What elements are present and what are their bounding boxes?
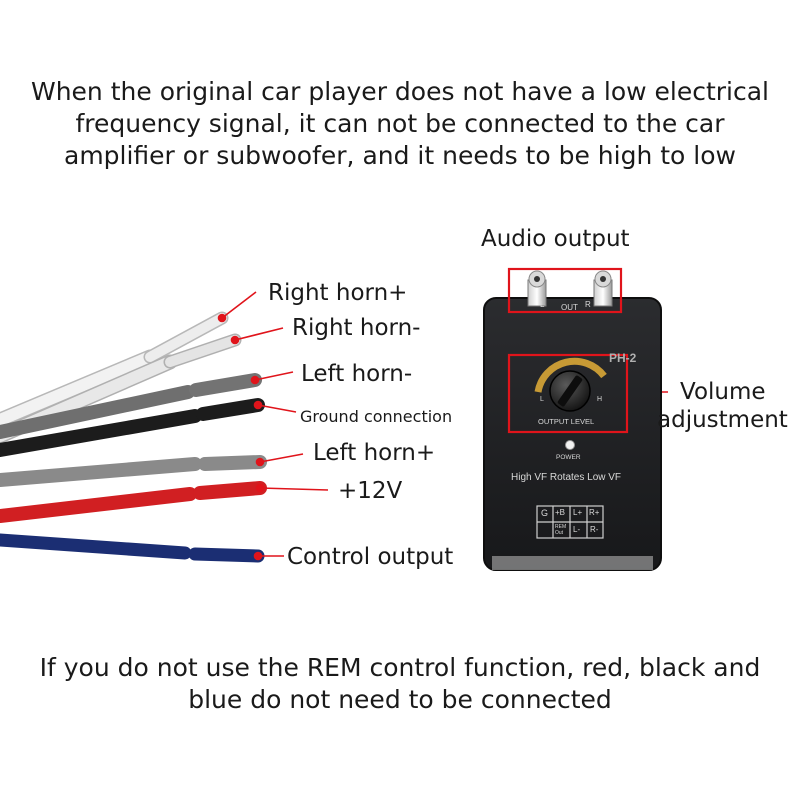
pointer-line (254, 371, 294, 381)
wire-left-horn-minus (0, 373, 262, 439)
level-arc (534, 357, 607, 393)
red-marker (230, 335, 240, 345)
top-caption-line: frequency signal, it can not be connecte… (75, 109, 725, 138)
terminal-r-plus: R+ (589, 508, 600, 517)
knob-low-label: L (540, 396, 544, 403)
out-label: OUT (561, 303, 578, 312)
top-caption-line: amplifier or subwoofer, and it needs to … (64, 141, 736, 170)
volume-adjustment-highlight (507, 353, 629, 434)
label-right-horn-plus: Right horn+ (268, 280, 408, 306)
knob-high-label: H (597, 396, 603, 403)
wire-left-horn-plus (0, 455, 267, 487)
red-marker (217, 313, 227, 323)
audio-output-highlight (507, 267, 623, 314)
label-left-horn-plus: Left horn+ (313, 440, 436, 466)
pointer-line (259, 453, 304, 463)
terminal-l-minus: L- (573, 525, 581, 534)
label-right-horn-minus: Right horn- (292, 315, 421, 341)
bottom-caption-line: blue do not need to be connected (188, 685, 612, 714)
pointer-line (257, 404, 297, 413)
slogan-label: High VF Rotates Low VF (511, 472, 622, 483)
bottom-caption: If you do not use the REM control functi… (0, 652, 800, 716)
out-l-label: L (540, 300, 545, 309)
model-label: PH-2 (609, 351, 637, 365)
terminal-rem-out: REM Out (555, 524, 567, 536)
wire-right-horn-plus (0, 311, 229, 428)
label-plus-12v: +12V (338, 478, 403, 504)
label-audio-output: Audio output (481, 226, 630, 252)
wire-control-output (0, 533, 265, 563)
top-caption: When the original car player does not ha… (0, 76, 800, 172)
power-led (565, 440, 575, 450)
wire-ground (0, 398, 265, 457)
red-marker (250, 375, 260, 385)
bottom-caption-line: If you do not use the REM control functi… (39, 653, 761, 682)
rca-jack-right (593, 270, 613, 307)
label-left-horn-minus: Left horn- (301, 361, 413, 387)
pointer-line (259, 487, 329, 491)
terminal-l-plus: L+ (573, 508, 583, 517)
label-ground-connection: Ground connection (300, 407, 453, 426)
terminal-g: G (541, 508, 549, 518)
power-label: POWER (556, 454, 581, 461)
wire-plus-12v (0, 481, 267, 523)
label-volume: Volume (680, 379, 766, 405)
converter-box (483, 267, 662, 571)
pointer-line (221, 291, 257, 319)
terminal-r-minus: R- (590, 525, 599, 534)
red-marker (255, 483, 265, 493)
rca-jack-left (527, 270, 547, 307)
out-r-label: R (585, 300, 591, 309)
terminal-block (536, 505, 604, 539)
red-marker (255, 457, 265, 467)
terminal-plus-b: +B (555, 508, 566, 517)
label-control-output: Control output (287, 544, 454, 570)
red-marker (253, 400, 263, 410)
pointer-line (234, 327, 284, 341)
top-caption-line: When the original car player does not ha… (30, 77, 769, 106)
label-adjustment: adjustment (657, 407, 788, 433)
output-level-label: OUTPUT LEVEL (538, 417, 595, 426)
red-marker (253, 551, 263, 561)
